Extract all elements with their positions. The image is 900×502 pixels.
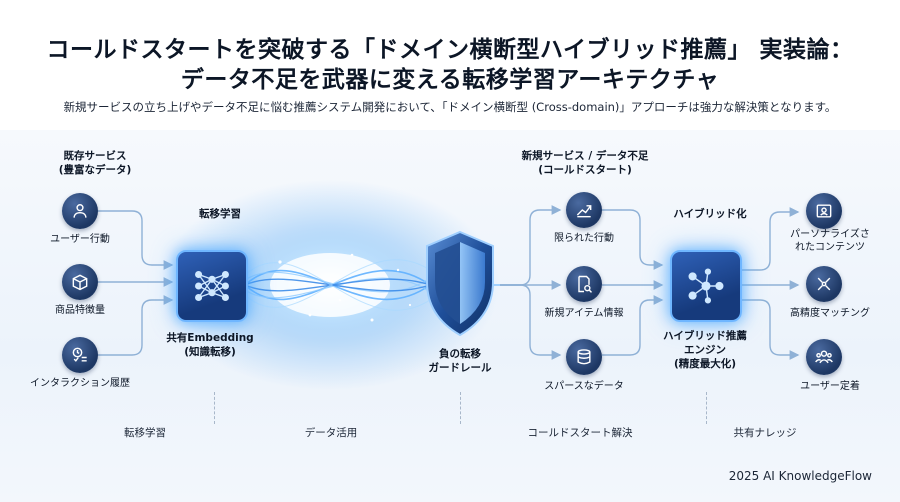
bottom-label: データ活用 bbox=[304, 427, 358, 439]
page-title-line1: コールドスタートを突破する「ドメイン横断型ハイブリッド推薦」 実装論： bbox=[46, 37, 854, 63]
hybrid-label: ハイブリッド化 bbox=[673, 208, 747, 220]
guardrail-label: 負の転移 ガードレール bbox=[428, 348, 492, 374]
divider bbox=[214, 392, 215, 424]
clock-checklist-icon bbox=[62, 337, 98, 373]
footer-credit: 2025 AI KnowledgeFlow bbox=[728, 469, 872, 483]
divider bbox=[460, 392, 461, 424]
divider bbox=[706, 392, 707, 424]
right-item-label: 新規アイテム情報 bbox=[544, 308, 624, 319]
guardrail-shield-icon bbox=[426, 230, 494, 337]
users-icon bbox=[62, 193, 98, 229]
output-label: 高精度マッチング bbox=[790, 308, 870, 319]
right-group-heading: 新規サービス / データ不足 (コールドスタート) bbox=[521, 150, 649, 176]
page-subtitle: 新規サービスの立ち上げやデータ不足に悩む推薦システム開発において、「ドメイン横断… bbox=[63, 100, 837, 114]
right-item-label: スパースなデータ bbox=[544, 381, 624, 392]
output-label: パーソナライズさ れたコンテンツ bbox=[790, 229, 870, 253]
matching-icon bbox=[806, 266, 842, 302]
bottom-label: 転移学習 bbox=[124, 427, 166, 439]
engine-output-arrows bbox=[740, 207, 800, 360]
left-item-label: 商品特徴量 bbox=[55, 305, 105, 316]
right-item-label: 限られた行動 bbox=[554, 233, 614, 244]
trend-icon bbox=[566, 192, 602, 228]
right-input-arrows bbox=[500, 205, 562, 360]
shared-embedding-label: 共有Embedding (知識転移) bbox=[166, 332, 254, 358]
sparkle-dots bbox=[278, 253, 412, 322]
bottom-label: 共有ナレッジ bbox=[733, 427, 797, 439]
transfer-learning-label: 転移学習 bbox=[199, 208, 241, 220]
personalized-content-icon bbox=[806, 193, 842, 229]
right-to-engine-arrows bbox=[602, 209, 664, 356]
bottom-label: コールドスタート解決 bbox=[527, 427, 633, 439]
user-group-icon bbox=[806, 339, 842, 375]
database-icon bbox=[566, 339, 602, 375]
document-search-icon bbox=[566, 266, 602, 302]
left-item-label: インタラクション履歴 bbox=[30, 378, 130, 389]
hybrid-network-icon bbox=[688, 268, 724, 304]
hybrid-engine-hub bbox=[670, 250, 742, 322]
page-title-line2: データ不足を武器に変える転移学習アーキテクチャ bbox=[180, 67, 720, 93]
output-label: ユーザー定着 bbox=[800, 381, 860, 392]
hybrid-engine-label: ハイブリッド推薦 エンジン (精度最大化) bbox=[663, 330, 747, 370]
box-icon bbox=[62, 264, 98, 300]
left-group-heading: 既存サービス (豊富なデータ) bbox=[58, 150, 132, 176]
shared-embedding-hub bbox=[176, 250, 248, 322]
left-item-label: ユーザー行動 bbox=[50, 234, 110, 245]
left-arrows bbox=[98, 210, 174, 356]
neural-network-icon bbox=[195, 270, 229, 302]
